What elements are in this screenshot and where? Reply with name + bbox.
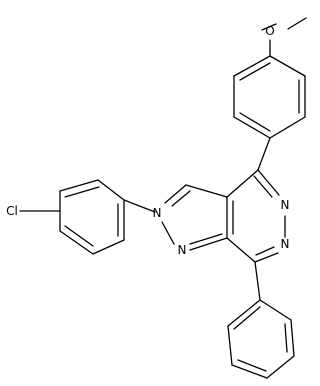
bond-methyl-o (287, 17, 307, 30)
bond-double-inner (233, 306, 261, 330)
bond (92, 239, 125, 255)
bond-core-phenyl (254, 261, 261, 301)
methoxyphenyl-ring (233, 55, 306, 139)
bond (226, 169, 259, 198)
chlorine-label: Cl (6, 204, 18, 218)
fused-core (161, 169, 286, 263)
bond-double-inner (255, 246, 275, 256)
bond (59, 179, 99, 192)
bond (233, 116, 271, 139)
bond (189, 237, 228, 251)
bond-double-inner (64, 225, 94, 247)
bond-aryl-core (257, 137, 271, 171)
bond-n-aryl (123, 199, 156, 213)
bond-double-inner (189, 233, 223, 245)
bond-double-inner (237, 359, 267, 372)
oxygen-label: O (265, 24, 274, 38)
bond (161, 221, 175, 245)
bond-double-inner (284, 323, 288, 353)
bond-double-inner (239, 62, 271, 81)
bond-o-aryl-left (261, 23, 277, 31)
pyrazole-n1-label: N (178, 243, 187, 257)
phenyl-ring (227, 299, 295, 379)
bond-double-inner (64, 186, 100, 198)
bond-double-inner (171, 190, 191, 207)
molecule-canvas: O Cl N N N N (6, 17, 307, 379)
bond (269, 55, 306, 77)
bond (185, 184, 228, 198)
pyridazine-n5-label: N (281, 198, 290, 212)
bond-double-inner (239, 112, 271, 132)
pyrazole-n2-label: N (153, 206, 162, 220)
bond (164, 184, 187, 204)
bond (269, 116, 306, 139)
structure-diagram: O Cl N N N N (6, 17, 307, 379)
atom-labels: O Cl N N N N (6, 24, 289, 257)
chlorophenyl-ring (59, 179, 125, 255)
bond (266, 355, 295, 379)
bond (97, 179, 125, 201)
bond (59, 230, 94, 255)
bond-double-inner (253, 175, 273, 198)
bond (254, 252, 279, 263)
bond (227, 299, 261, 327)
bond (290, 319, 295, 357)
bond (233, 55, 271, 77)
bond (226, 237, 256, 263)
pyridazine-n6-label: N (281, 237, 290, 251)
bond (231, 364, 268, 379)
bond (227, 325, 233, 366)
bond (259, 299, 292, 321)
bond (257, 169, 280, 196)
methoxy-group (261, 17, 307, 57)
